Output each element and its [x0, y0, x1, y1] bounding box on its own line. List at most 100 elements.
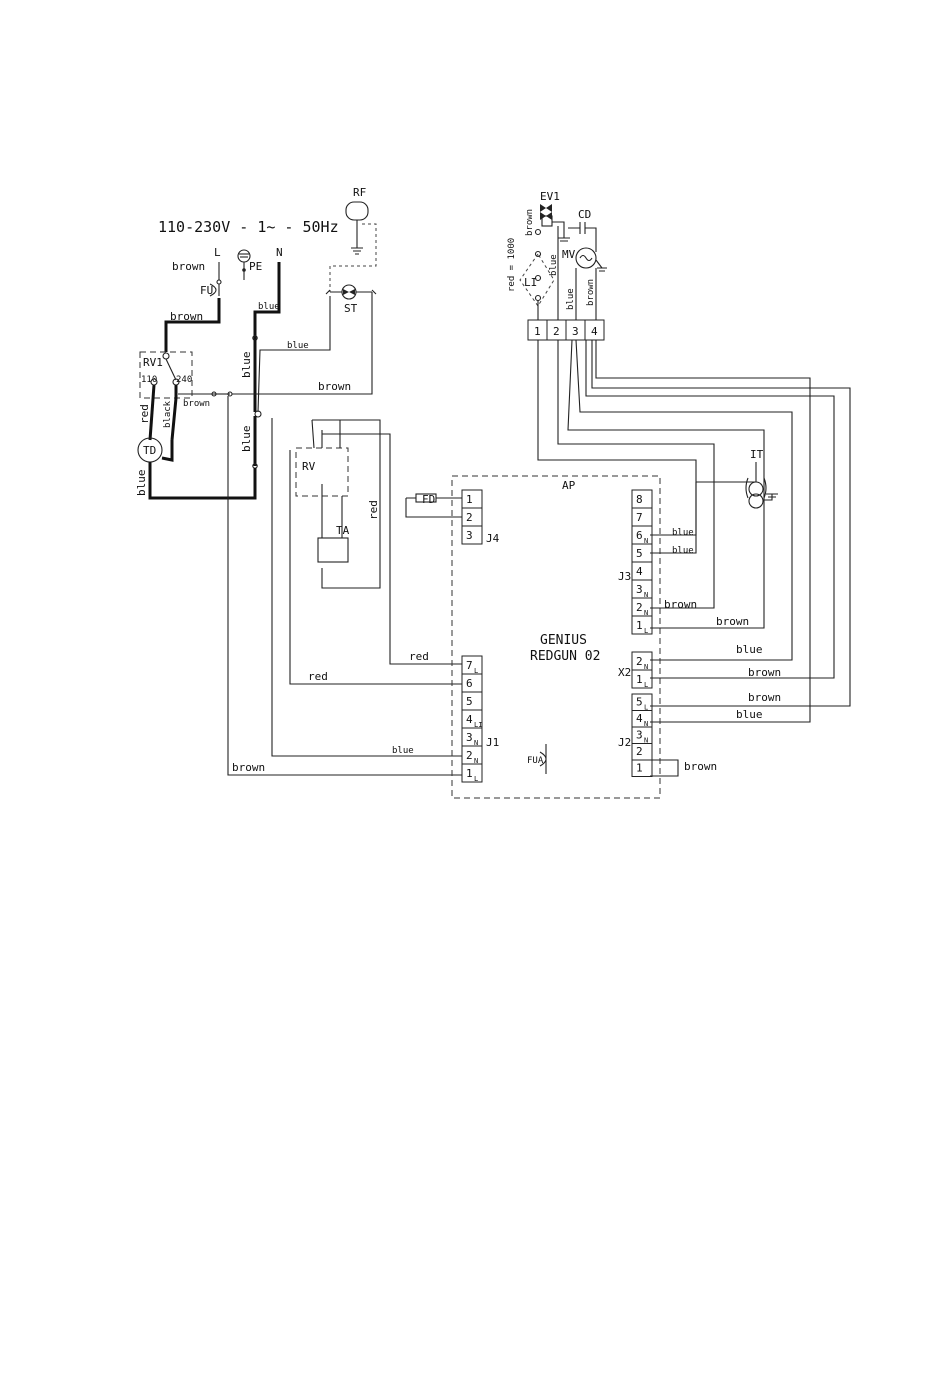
mv-motor-symbol — [575, 247, 607, 272]
j3-pin-label: 1 — [636, 619, 643, 632]
cd-label: CD — [578, 208, 591, 221]
j2-pin-label: 2 — [636, 745, 643, 758]
top-terminal-label: 2 — [553, 325, 560, 338]
wire-label-red-td: red — [138, 404, 151, 424]
ap-label: AP — [562, 479, 576, 492]
earth-pe-symbol — [237, 249, 251, 280]
x2-pin-label: 1 — [636, 673, 643, 686]
wire-label-blue-td: blue — [135, 470, 148, 497]
j1-pin-sub: L — [474, 667, 478, 675]
j1-pin-label: 1 — [466, 767, 473, 780]
x2-pin-sub: L — [644, 681, 648, 689]
wire-label-red-j1-7: red — [409, 650, 429, 663]
cd-capacitor-symbol — [568, 222, 597, 252]
wire-label-brown-j2-loop: brown — [684, 760, 717, 773]
wire-label-blue-j3-5: blue — [672, 546, 694, 556]
j2-label: J2 — [618, 736, 631, 749]
j2-pin-label: 4 — [636, 712, 643, 725]
fu-fuse — [209, 283, 220, 297]
panel-name-line1: GENIUS — [540, 633, 587, 648]
wire-label-blue-vertical: blue — [240, 352, 253, 379]
wire-label-blue-ev: blue — [549, 254, 559, 276]
j3-pin-sub: N — [644, 609, 648, 617]
j1-pin-label: 6 — [466, 677, 473, 690]
x2-pin-1 — [631, 669, 653, 689]
j3-pin-sub: L — [644, 627, 648, 635]
j2-pin-sub: N — [644, 737, 648, 745]
wire-label-blue-st: blue — [287, 341, 309, 351]
rv1-dashed-box — [139, 351, 193, 399]
j1-label: J1 — [486, 736, 499, 749]
wire-label-red-rv: red — [367, 500, 380, 520]
rv1-240-label: 240 — [176, 375, 192, 385]
rv1-110-label: 110 — [141, 375, 157, 385]
li-label: LI — [524, 276, 537, 289]
it-label: IT — [750, 448, 764, 461]
top-terminal-label: 4 — [591, 325, 598, 338]
it-transformer-symbol — [696, 462, 778, 509]
j3-label: J3 — [618, 570, 631, 583]
j1-pin-label: 5 — [466, 695, 473, 708]
wire-label-brown-ev: brown — [525, 209, 535, 236]
j2-pin-sub: L — [644, 704, 648, 712]
j1-pin-sub: LI — [474, 721, 482, 729]
wire-label-brown-j2-5: brown — [748, 691, 781, 704]
wire-label-brown-j3-2: brown — [664, 598, 697, 611]
top-terminal-4 — [584, 319, 605, 341]
j4-pin-label: 1 — [466, 493, 473, 506]
fu-label: FU — [200, 284, 213, 297]
wire-label-blue-mv: blue — [566, 288, 576, 310]
j2-pin-sub: N — [644, 720, 648, 728]
j2-pin-label: 3 — [636, 729, 643, 742]
j1-pin-label: 4 — [466, 713, 473, 726]
rf-label: RF — [353, 186, 366, 199]
j2-pin-label: 5 — [636, 696, 643, 709]
wire-label-brown-j3-1: brown — [716, 615, 749, 628]
ev1-valve-symbol — [540, 204, 570, 242]
td-label: TD — [143, 444, 156, 457]
ev1-label: EV1 — [540, 190, 560, 203]
wire-label-brown-mv: brown — [586, 279, 596, 306]
wire-label-brown-j1-1: brown — [232, 761, 265, 774]
top-terminal-label: 3 — [572, 325, 579, 338]
ta-box — [317, 537, 349, 563]
fua-label: FUA — [527, 756, 544, 766]
wire-label-blue-n: blue — [258, 302, 280, 312]
j3-pin-sub: N — [644, 591, 648, 599]
j2-pin-1 — [631, 759, 653, 777]
wire-label-red-j1-6: red — [308, 670, 328, 683]
j2-pin-label: 1 — [636, 762, 643, 775]
wire-label-brown-st: brown — [318, 380, 351, 393]
j3-pin-label: 4 — [636, 565, 643, 578]
j3-pin-sub: N — [644, 537, 648, 545]
j3-pin-label: 7 — [636, 511, 643, 524]
j3-pin-label: 8 — [636, 493, 643, 506]
j3-pin-label: 5 — [636, 547, 643, 560]
rf-sensor-symbol — [329, 201, 377, 292]
supply-voltage-label: 110-230V - 1~ - 50Hz — [158, 218, 339, 236]
wire-label-brown-l: brown — [172, 260, 205, 273]
j1-pin-label: 7 — [466, 659, 473, 672]
st-sensor-symbol — [325, 284, 377, 300]
wire-label-blue-j3-6: blue — [672, 528, 694, 538]
wire-label-brown-rv1: brown — [183, 399, 210, 409]
right-side-wiring — [537, 339, 851, 777]
wire-label-red-ev: red = 1000 — [507, 238, 517, 292]
fua-fuse-symbol — [539, 744, 547, 774]
j1-pin-sub: L — [474, 775, 478, 783]
j1-pin-label: 2 — [466, 749, 473, 762]
j4-label: J4 — [486, 532, 500, 545]
wire-label-blue-j2-4: blue — [736, 708, 763, 721]
x2-label: X2 — [618, 666, 631, 679]
j1-pin-1 — [461, 763, 483, 783]
supply-pe-label: PE — [249, 260, 262, 273]
fd-label: FD — [422, 493, 435, 506]
st-label: ST — [344, 302, 358, 315]
j1-pin-sub: N — [474, 757, 478, 765]
wire-label-blue-j1-2: blue — [392, 746, 414, 756]
j3-pin-label: 2 — [636, 601, 643, 614]
ta-label: TA — [336, 524, 350, 537]
wire-label-brown-fu: brown — [170, 310, 203, 323]
